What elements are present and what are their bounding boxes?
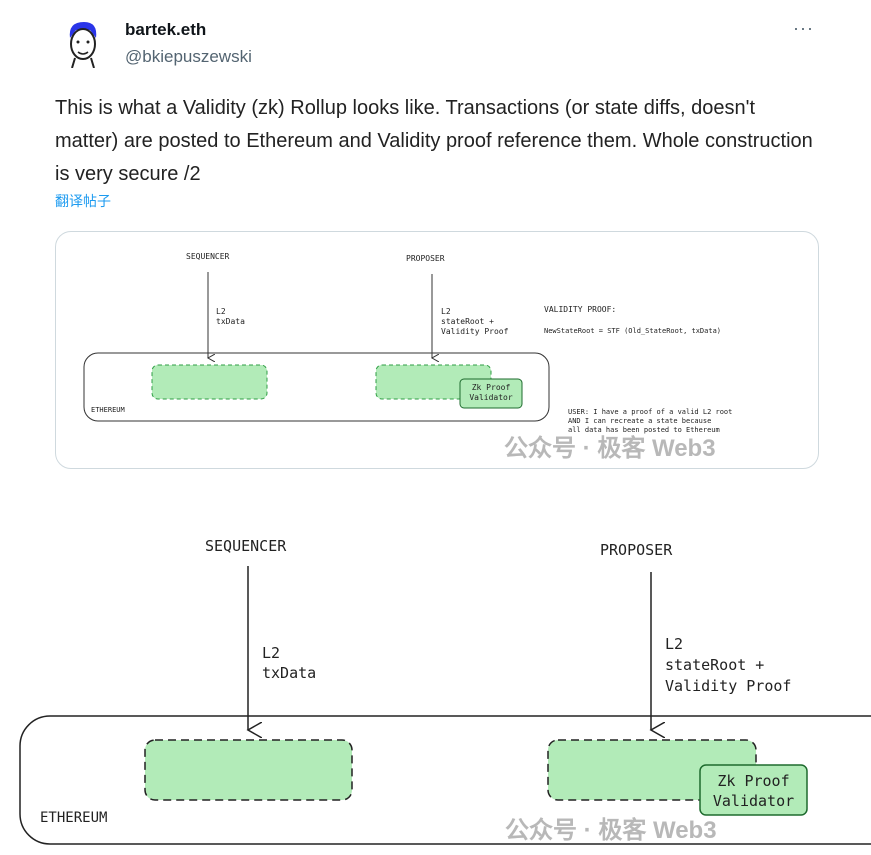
sequencer-label-large: SEQUENCER: [205, 537, 287, 555]
translate-post-link[interactable]: 翻译帖子: [55, 193, 111, 209]
validity-formula: NewStateRoot = STF (Old_StateRoot, txDat…: [544, 327, 722, 335]
validity-proof-title: VALIDITY PROOF:: [544, 305, 617, 314]
proposer-label-large: PROPOSER: [600, 541, 673, 559]
more-options-icon[interactable]: ···: [793, 18, 814, 38]
diagram-shapes-small: [83, 272, 550, 422]
watermark: 公众号 · 极客 Web3: [504, 435, 716, 462]
author-name[interactable]: bartek.eth: [125, 20, 207, 39]
avatar[interactable]: [60, 18, 106, 69]
author-handle[interactable]: @bkiepuszewski: [125, 47, 252, 66]
tweet-text: This is what a Validity (zk) Rollup look…: [55, 97, 813, 185]
sequencer-label: SEQUENCER: [186, 252, 230, 261]
ethereum-label-large: ETHEREUM: [40, 810, 108, 826]
watermark-large: 公众号 · 极客 Web3: [505, 817, 717, 844]
ethereum-label: ETHEREUM: [91, 406, 125, 414]
proposer-label: PROPOSER: [406, 254, 445, 263]
